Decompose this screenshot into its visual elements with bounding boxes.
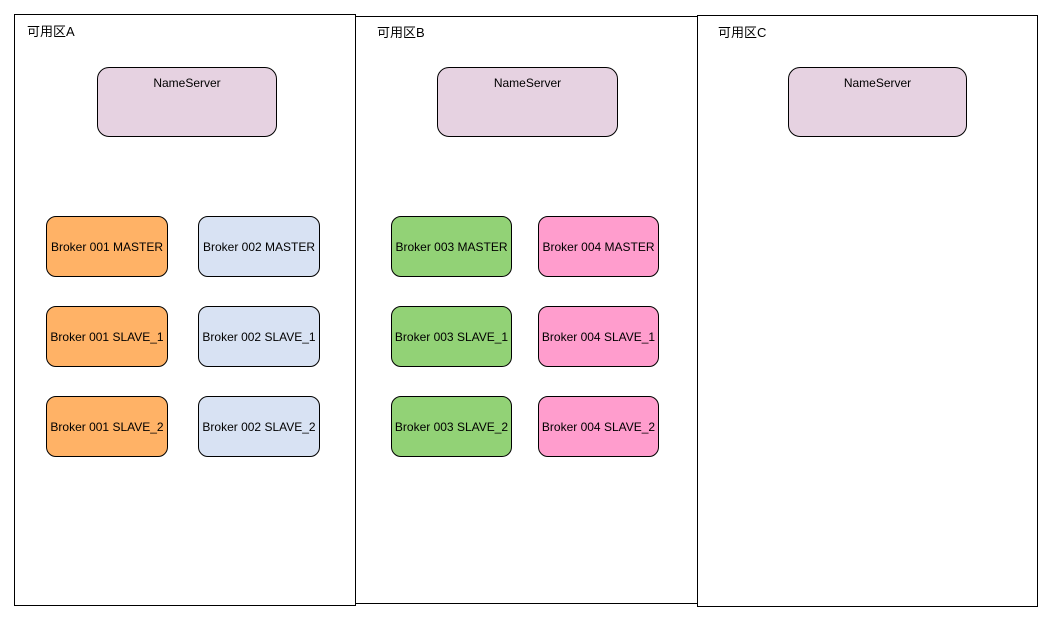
broker-002-slave1-label: Broker 002 SLAVE_1 — [202, 329, 316, 344]
nameserver-box-a: NameServer — [97, 67, 277, 137]
broker-004-master-box: Broker 004 MASTER — [538, 216, 659, 277]
nameserver-a-label: NameServer — [153, 76, 221, 90]
nameserver-c-label: NameServer — [843, 76, 912, 90]
broker-003-slave2-box: Broker 003 SLAVE_2 — [391, 396, 512, 457]
broker-004-slave1-label: Broker 004 SLAVE_1 — [541, 329, 656, 344]
broker-002-slave2-label: Broker 002 SLAVE_2 — [202, 419, 316, 434]
broker-004-master-label: Broker 004 MASTER — [542, 239, 655, 254]
zone-b-label: 可用区B — [377, 25, 425, 40]
broker-002-slave1-box: Broker 002 SLAVE_1 — [198, 306, 320, 367]
broker-004-slave1-box: Broker 004 SLAVE_1 — [538, 306, 659, 367]
broker-003-master-box: Broker 003 MASTER — [391, 216, 512, 277]
broker-001-master-label: Broker 001 MASTER — [50, 239, 164, 254]
broker-003-master-label: Broker 003 MASTER — [395, 239, 508, 254]
nameserver-box-b: NameServer — [437, 67, 618, 137]
broker-003-slave1-box: Broker 003 SLAVE_1 — [391, 306, 512, 367]
broker-001-slave1-box: Broker 001 SLAVE_1 — [46, 306, 168, 367]
broker-004-slave2-box: Broker 004 SLAVE_2 — [538, 396, 659, 457]
zone-c-label: 可用区C — [718, 25, 767, 40]
broker-001-master-box: Broker 001 MASTER — [46, 216, 168, 277]
zone-availability-c: 可用区C NameServer — [697, 15, 1038, 607]
broker-003-slave2-label: Broker 003 SLAVE_2 — [394, 419, 509, 434]
zone-a-label: 可用区A — [27, 24, 75, 39]
broker-002-master-box: Broker 002 MASTER — [198, 216, 320, 277]
broker-003-slave1-label: Broker 003 SLAVE_1 — [394, 329, 509, 344]
broker-grid-b: Broker 003 MASTER Broker 004 MASTER Brok… — [391, 216, 659, 457]
broker-001-slave2-box: Broker 001 SLAVE_2 — [46, 396, 168, 457]
broker-002-slave2-box: Broker 002 SLAVE_2 — [198, 396, 320, 457]
zone-availability-a: 可用区A NameServer Broker 001 MASTER Broker… — [14, 14, 356, 606]
broker-002-master-label: Broker 002 MASTER — [202, 239, 316, 254]
broker-001-slave1-label: Broker 001 SLAVE_1 — [50, 329, 164, 344]
broker-grid-a: Broker 001 MASTER Broker 002 MASTER Brok… — [46, 216, 320, 457]
nameserver-box-c: NameServer — [788, 67, 967, 137]
broker-004-slave2-label: Broker 004 SLAVE_2 — [541, 419, 656, 434]
zone-availability-b: 可用区B NameServer Broker 003 MASTER Broker… — [355, 16, 698, 604]
nameserver-b-label: NameServer — [493, 76, 562, 90]
broker-001-slave2-label: Broker 001 SLAVE_2 — [50, 419, 164, 434]
